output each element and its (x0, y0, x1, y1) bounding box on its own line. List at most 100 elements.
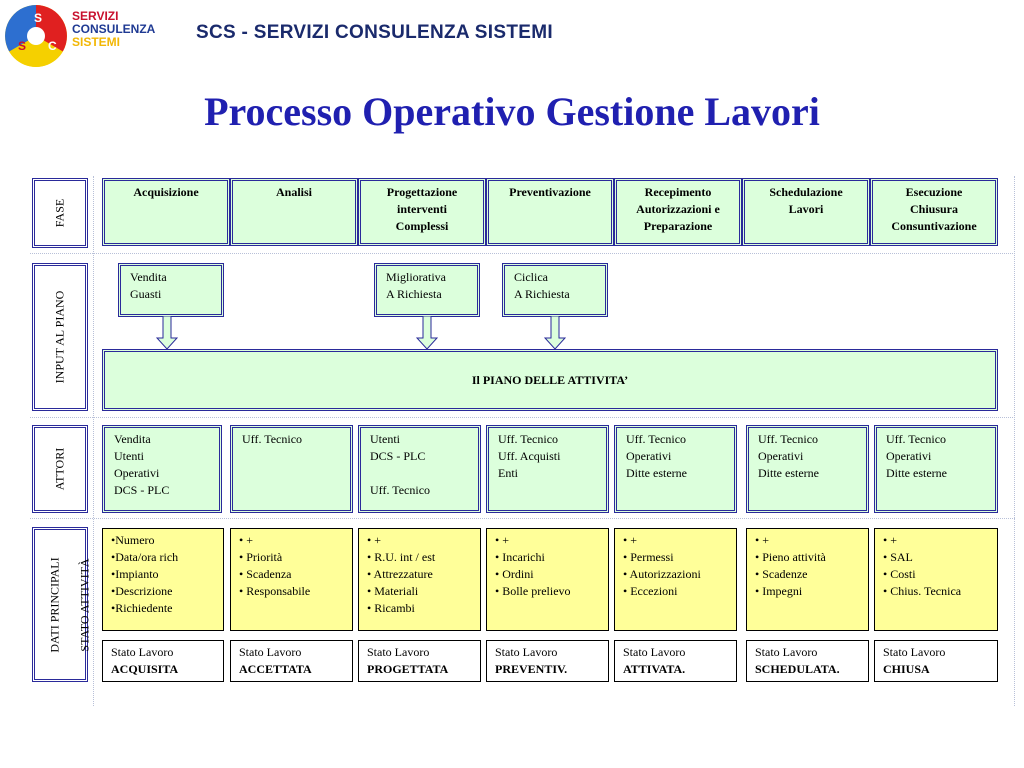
data-item: • Attrezzature (367, 567, 433, 581)
state-value: CHIUSA (883, 662, 930, 676)
phase-box: Schedulazione Lavori (742, 178, 870, 246)
data-item: •Numero (111, 533, 155, 547)
input-box: Vendita Guasti (118, 263, 224, 317)
input-box: Migliorativa A Richiesta (374, 263, 480, 317)
logo-word-1: SERVIZI (72, 9, 119, 23)
phase-text: Complessi (395, 219, 449, 233)
data-box: • + • Pieno attività • Scadenze • Impegn… (746, 528, 869, 631)
grid-line (93, 176, 94, 706)
state-value: PREVENTIV. (495, 662, 568, 676)
actor-text: Ditte esterne (758, 466, 819, 480)
actor-text: Vendita (114, 432, 151, 446)
row-label-attori: ATTORI (32, 425, 88, 513)
phase-text: Acquisizione (133, 185, 199, 199)
data-item: • Permessi (623, 550, 674, 564)
phase-text: Autorizzazioni e (636, 202, 720, 216)
phase-box: Progettazione interventi Complessi (358, 178, 486, 246)
phase-text: Esecuzione (905, 185, 963, 199)
logo-word-3: SISTEMI (72, 35, 121, 49)
down-arrow-icon (156, 316, 178, 350)
state-box: Stato Lavoro CHIUSA (874, 640, 998, 682)
logo-letter-right: C (48, 39, 57, 53)
phase-text: Recepimento (644, 185, 712, 199)
phase-box: Recepimento Autorizzazioni e Preparazion… (614, 178, 742, 246)
data-item: •Impianto (111, 567, 159, 581)
data-item: •Richiedente (111, 601, 173, 615)
actor-text: Uff. Tecnico (626, 432, 687, 446)
actor-box: Uff. Tecnico Operativi Ditte esterne (614, 425, 737, 513)
down-arrow-icon (544, 316, 566, 350)
row-label-fase: FASE (32, 178, 88, 248)
actor-box: Uff. Tecnico (230, 425, 353, 513)
data-item: •Data/ora rich (111, 550, 179, 564)
actor-text: Operativi (758, 449, 804, 463)
scs-logo: S S C (5, 5, 67, 67)
activity-plan-box: Il PIANO DELLE ATTIVITA’ (102, 349, 998, 411)
phase-text: Chiusura (909, 202, 959, 216)
input-text: Guasti (130, 287, 162, 301)
data-box: • + • Priorità • Scadenza • Responsabile (230, 528, 353, 631)
phase-text: Consuntivazione (891, 219, 977, 233)
data-item: • R.U. int / est (367, 550, 436, 564)
data-item: • Eccezioni (623, 584, 678, 598)
actor-text: Uff. Tecnico (758, 432, 819, 446)
state-box: Stato Lavoro ACCETTATA (230, 640, 353, 682)
state-value: ATTIVATA. (623, 662, 686, 676)
state-box: Stato Lavoro SCHEDULATA. (746, 640, 869, 682)
data-item: • + (755, 533, 769, 547)
row-label-dati-text: DATI PRINCIPALI (47, 556, 62, 653)
state-label: Stato Lavoro (755, 645, 818, 659)
logo-letter-left: S (18, 39, 26, 53)
state-label: Stato Lavoro (623, 645, 686, 659)
data-item: • + (623, 533, 637, 547)
row-label-input: INPUT AL PIANO (32, 263, 88, 411)
data-item: • SAL (883, 550, 913, 564)
state-box: Stato Lavoro PREVENTIV. (486, 640, 609, 682)
actor-text: Enti (498, 466, 518, 480)
data-item: • Priorità (239, 550, 283, 564)
data-item: • Scadenza (239, 567, 292, 581)
input-text: Vendita (130, 270, 167, 284)
data-box: • + • SAL • Costi • Chius. Tecnica (874, 528, 998, 631)
state-box: Stato Lavoro ACQUISITA (102, 640, 224, 682)
actor-text (370, 465, 478, 482)
phase-text: Preparazione (643, 219, 713, 233)
actor-text: Uff. Tecnico (886, 432, 947, 446)
data-box: •Numero •Data/ora rich •Impianto •Descri… (102, 528, 224, 631)
actor-box: Uff. Tecnico Operativi Ditte esterne (746, 425, 869, 513)
logo-wordmark: SERVIZI CONSULENZA SISTEMI (72, 10, 155, 49)
actor-text: Utenti (114, 449, 144, 463)
data-item: • Ordini (495, 567, 534, 581)
phase-text: Progettazione (386, 185, 458, 199)
phase-text: interventi (397, 202, 447, 216)
data-box: • + • Incarichi • Ordini • Bolle preliev… (486, 528, 609, 631)
state-box: Stato Lavoro ATTIVATA. (614, 640, 737, 682)
data-item: • Costi (883, 567, 916, 581)
phase-box: Acquisizione (102, 178, 230, 246)
input-text: A Richiesta (514, 287, 570, 301)
actor-box: Uff. Tecnico Operativi Ditte esterne (874, 425, 998, 513)
data-item: • Bolle prelievo (495, 584, 571, 598)
actor-text: Uff. Acquisti (498, 449, 561, 463)
input-text: Ciclica (514, 270, 548, 284)
state-label: Stato Lavoro (495, 645, 558, 659)
state-value: ACCETTATA (239, 662, 312, 676)
data-item: • Impegni (755, 584, 803, 598)
data-item: • Ricambi (367, 601, 415, 615)
actor-text: Operativi (114, 466, 160, 480)
grid-line (30, 518, 1015, 519)
phase-text: Lavori (788, 202, 824, 216)
actor-text: Uff. Tecnico (242, 432, 303, 446)
data-box: • + • R.U. int / est • Attrezzature • Ma… (358, 528, 481, 631)
state-label: Stato Lavoro (367, 645, 430, 659)
data-item: • Chius. Tecnica (883, 584, 962, 598)
company-name: SCS - SERVIZI CONSULENZA SISTEMI (196, 22, 553, 43)
logo-letter-top: S (34, 11, 42, 25)
data-item: • Responsabile (239, 584, 311, 598)
activity-plan-label: Il PIANO DELLE ATTIVITA’ (471, 372, 629, 387)
grid-line (1014, 176, 1015, 706)
row-label-dati: DATI PRINCIPALI STATO ATTIVITÀ (32, 527, 92, 682)
actor-text: Ditte esterne (886, 466, 947, 480)
row-label-input-text: INPUT AL PIANO (52, 290, 67, 384)
actor-text: DCS - PLC (370, 449, 426, 463)
